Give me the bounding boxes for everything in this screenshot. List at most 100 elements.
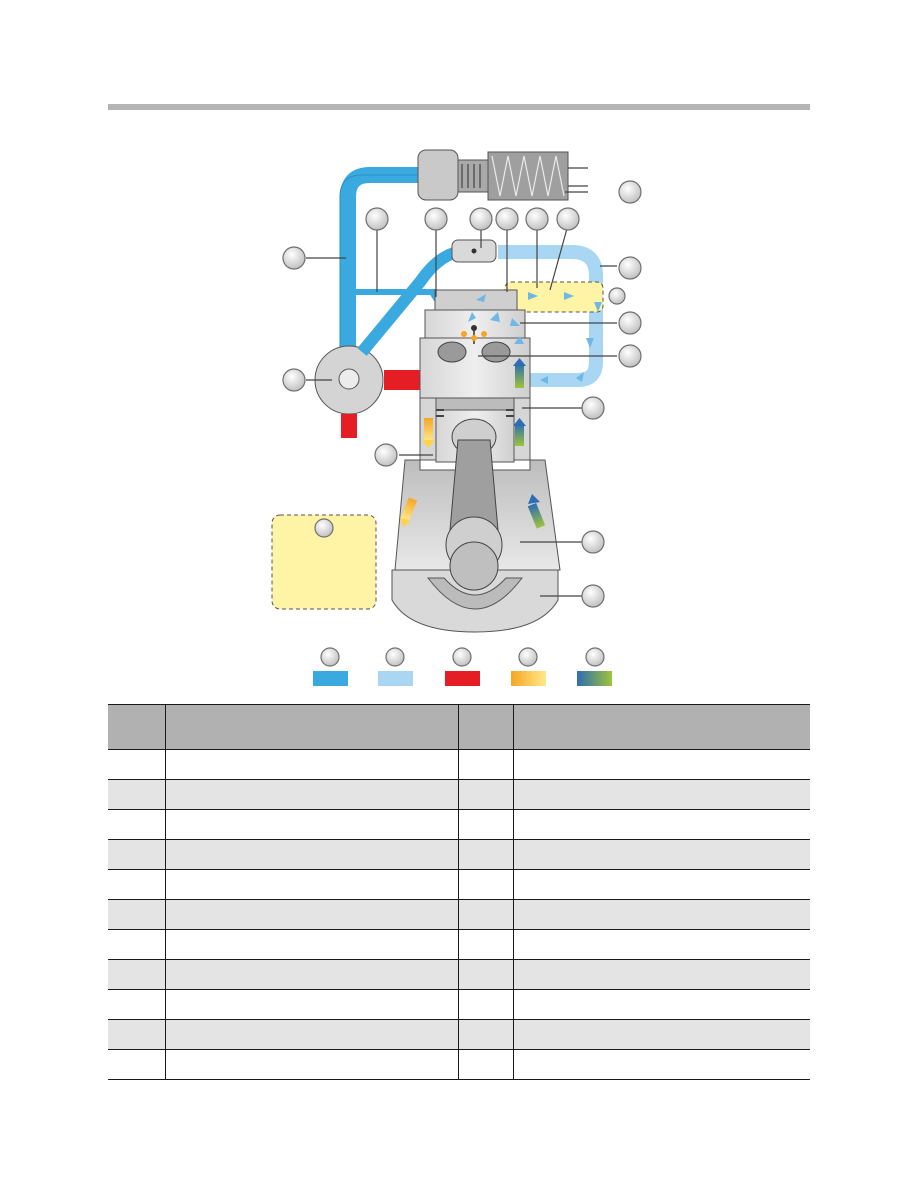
callout-marker (581, 584, 605, 608)
table-cell (458, 959, 514, 990)
table-row (108, 779, 810, 810)
legend-table (108, 704, 810, 1080)
callout-marker (556, 207, 580, 231)
table-cell (108, 899, 166, 930)
callout-marker (525, 207, 549, 231)
swatch-vent-air (378, 671, 413, 686)
table-cell (108, 869, 166, 900)
table-row (108, 929, 810, 960)
callout-marker (452, 647, 472, 667)
callout-marker (365, 207, 389, 231)
table-cell (164, 839, 459, 870)
table-cell (108, 749, 166, 780)
table-cell (164, 749, 459, 780)
callout-marker (518, 647, 538, 667)
swatch-oil (511, 671, 546, 686)
callout-marker (618, 256, 642, 280)
table-cell (513, 929, 810, 960)
table-row (108, 839, 810, 870)
callout-marker (314, 518, 334, 538)
crankcase-ventilation-loop (451, 239, 603, 387)
swatch-exhaust (445, 671, 480, 686)
table-cell (458, 899, 514, 930)
table-cell (458, 929, 514, 960)
table-cell (513, 1019, 810, 1050)
vent-arrows (468, 292, 602, 384)
piston-rings (436, 409, 514, 417)
table-cell (164, 779, 459, 810)
injector (461, 325, 487, 344)
callout-marker (424, 207, 448, 231)
callout-marker (618, 311, 642, 335)
table-cell (164, 809, 459, 840)
callout-marker (282, 246, 306, 270)
header-cell (458, 704, 514, 750)
callout-marker (385, 647, 405, 667)
table-cell (164, 869, 459, 900)
connecting-rod-and-crank (445, 418, 503, 591)
table-cell (458, 1049, 514, 1080)
callout-marker (618, 180, 642, 204)
table-cell (458, 989, 514, 1020)
table-cell (458, 839, 514, 870)
table-header-row (108, 704, 810, 750)
air-filter (417, 149, 588, 201)
callout-marker (581, 396, 605, 420)
table-cell (108, 839, 166, 870)
engine-airflow-diagram (271, 149, 642, 686)
table-row (108, 869, 810, 900)
header-cell (108, 704, 166, 750)
fresh-air-duct (339, 167, 425, 360)
callout-marker (618, 344, 642, 368)
table-cell (108, 1049, 166, 1080)
table-cell (513, 839, 810, 870)
callout-marker (495, 207, 519, 231)
table-row (108, 1049, 810, 1080)
table-row (108, 1019, 810, 1050)
header-cell (513, 704, 810, 750)
table-cell (108, 779, 166, 810)
table-cell (108, 989, 166, 1020)
table-cell (164, 1019, 459, 1050)
table-cell (458, 779, 514, 810)
table-cell (164, 959, 459, 990)
callout-marker (469, 207, 493, 231)
swatch-fresh-air (313, 671, 348, 686)
table-cell (458, 869, 514, 900)
oil-return-arrows (400, 418, 435, 528)
table-cell (513, 869, 810, 900)
note-box (271, 514, 377, 610)
table-cell (108, 1019, 166, 1050)
table-cell (108, 959, 166, 990)
table-cell (164, 929, 459, 960)
exhaust-pipes (341, 370, 420, 438)
leader-lines (306, 191, 617, 597)
table-cell (513, 779, 810, 810)
table-cell (164, 1049, 459, 1080)
table-cell (458, 809, 514, 840)
callout-marker (282, 368, 306, 392)
callout-marker (581, 530, 605, 554)
callout-marker (608, 287, 626, 305)
table-cell (513, 899, 810, 930)
table-cell (513, 809, 810, 840)
colour-legend (313, 647, 612, 686)
table-cell (513, 1049, 810, 1080)
table-cell (513, 989, 810, 1020)
table-row (108, 809, 810, 840)
blowby-arrows (513, 358, 546, 529)
table-cell (513, 959, 810, 990)
table-row (108, 749, 810, 780)
table-cell (108, 809, 166, 840)
table-cell (513, 749, 810, 780)
header-cell (164, 704, 459, 750)
oil-separator-zone (504, 281, 604, 313)
callout-markers (282, 180, 642, 608)
table-row (108, 899, 810, 930)
table-cell (458, 1019, 514, 1050)
callout-marker (320, 647, 340, 667)
swatch-blowby (577, 671, 612, 686)
callout-marker (374, 443, 398, 467)
table-cell (458, 749, 514, 780)
table-row (108, 989, 810, 1020)
